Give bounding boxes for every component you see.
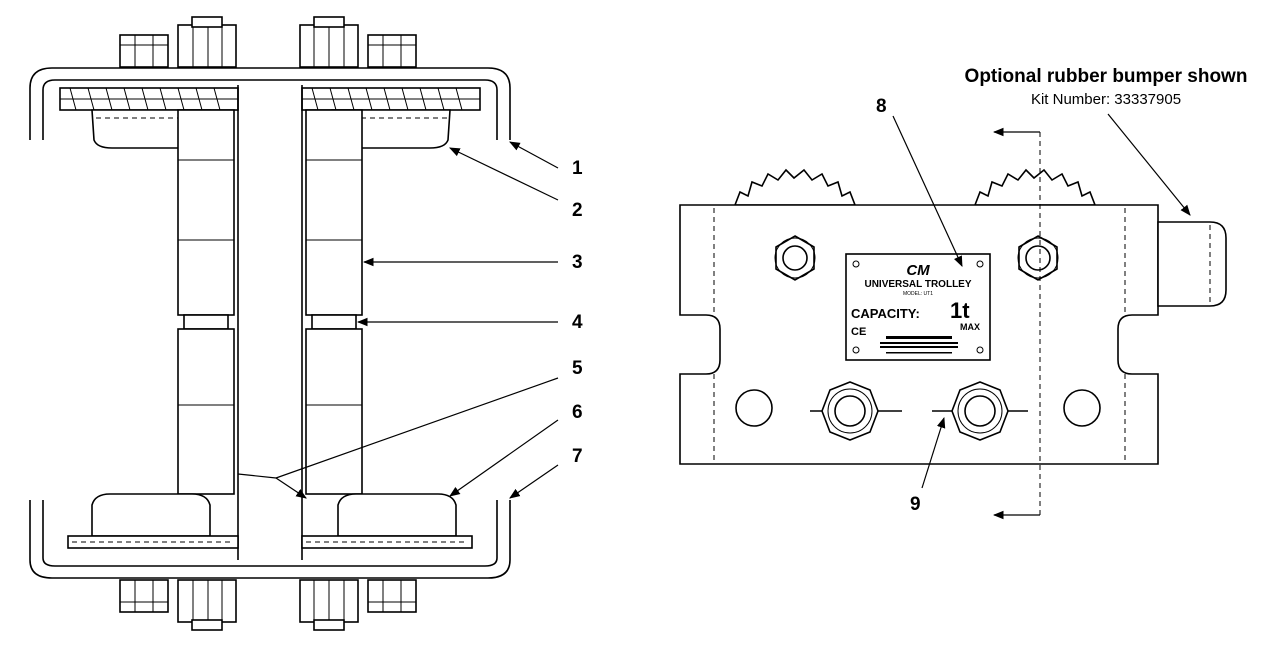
callout-7: 7: [572, 446, 583, 467]
bottom-nut-right: [299, 579, 417, 631]
hex-nut-left: [774, 235, 816, 281]
nameplate-logo: CM: [906, 262, 930, 279]
bumper-note-kit-number: Kit Number: 33337905: [1031, 91, 1181, 108]
leaders-left: [237, 141, 559, 499]
axle-left: [177, 109, 235, 495]
top-beam-flange: [29, 67, 511, 140]
end-view-drawing: 1 2 3 4 5 6 7: [29, 16, 583, 631]
callout-4: 4: [572, 312, 583, 333]
axle-right: [305, 109, 363, 495]
bumper-note-title: Optional rubber bumper shown: [965, 66, 1248, 87]
nameplate-capacity-unit: MAX: [960, 322, 980, 332]
top-nut-right: [299, 16, 417, 68]
section-line: [992, 127, 1041, 520]
nameplate-ce-mark: CE: [851, 326, 866, 338]
callout-3: 3: [572, 252, 583, 273]
hex-nut-right: [1017, 235, 1059, 281]
callout-8: 8: [876, 96, 887, 117]
callout-5: 5: [572, 358, 583, 379]
nameplate-capacity-label: CAPACITY:: [851, 306, 920, 321]
top-nut-left: [119, 16, 237, 68]
rubber-bumper: [1157, 221, 1227, 307]
nameplate-capacity-value: 1t: [950, 298, 970, 323]
hole-left: [735, 389, 773, 427]
hole-right: [1063, 389, 1101, 427]
callout-9: 9: [910, 494, 921, 515]
nameplate-model: MODEL: UT1: [903, 291, 933, 297]
gear-left-teeth: [733, 168, 857, 206]
side-view-drawing: CM UNIVERSAL TROLLEY MODEL: UT1 CAPACITY…: [679, 66, 1248, 520]
castle-nut-left: [810, 381, 902, 441]
callout-6: 6: [572, 402, 583, 423]
nameplate: CM UNIVERSAL TROLLEY MODEL: UT1 CAPACITY…: [845, 253, 991, 361]
callout-1: 1: [572, 158, 583, 179]
castle-nut-right: [932, 381, 1028, 441]
bottom-nut-left: [119, 579, 237, 631]
bottom-beam-flange: [29, 500, 511, 579]
nameplate-brand: UNIVERSAL TROLLEY: [864, 279, 971, 290]
callout-2: 2: [572, 200, 583, 221]
bottom-wheel-right: [301, 493, 473, 549]
gear-right-teeth: [973, 168, 1097, 206]
bottom-wheel-left: [67, 493, 239, 549]
